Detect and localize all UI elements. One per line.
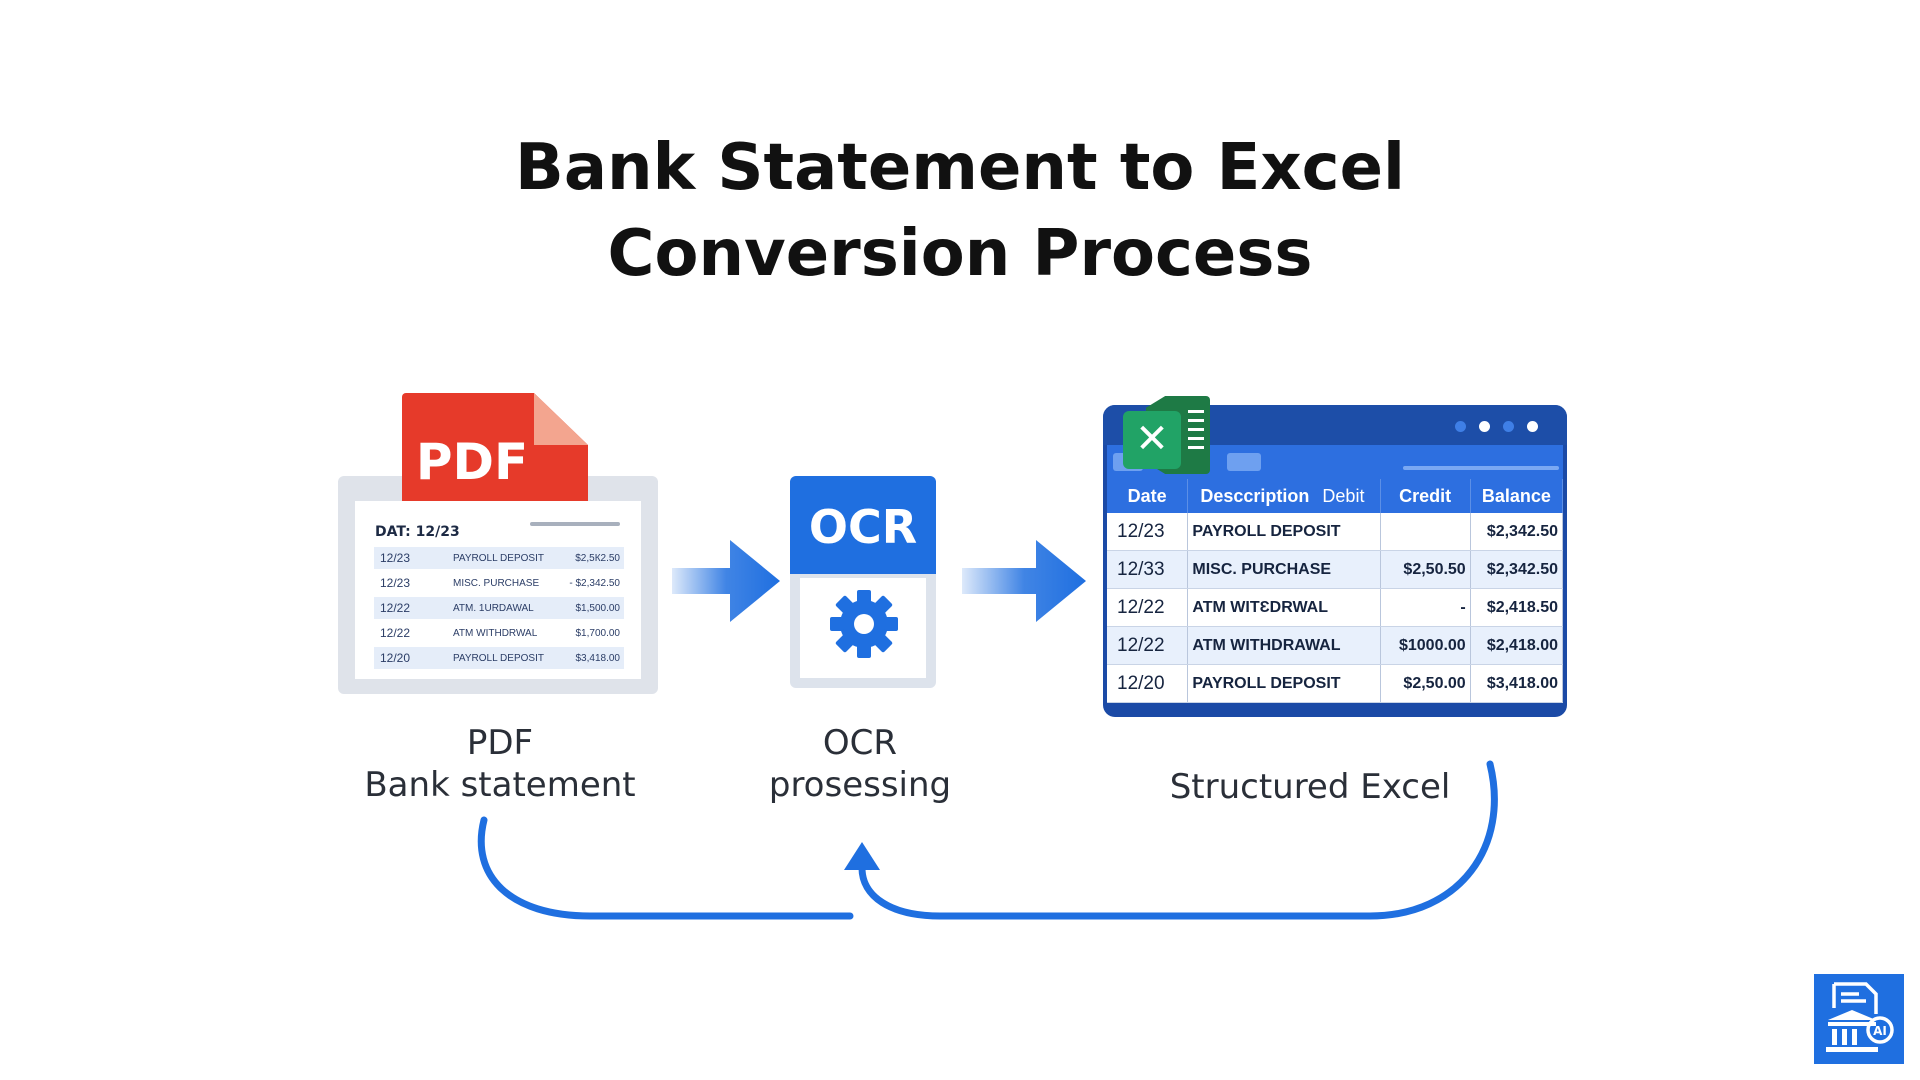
pdf-statement-rows: 12/23 PAYROLL DEPOSIT $2,5К2.50 12/23 MI… [374,547,624,672]
pdf-row: 12/23 MISC. PURCHASE - $2,342.50 [374,572,624,594]
ocr-label: OCR prosessing [730,722,990,806]
column-header-debit: Debit [1322,485,1365,506]
pdf-row: 12/22 ATM. 1URDAWAL $1,500.00 [374,597,624,619]
window-dot [1455,421,1466,432]
cell-credit: $1000.00 [1380,626,1471,665]
pdf-row-amount: $2,5К2.50 [575,552,620,564]
cell-description: PAYROLL DEPOSIT [1187,664,1381,703]
pdf-row: 12/20 PAYROLL DEPOSIT $3,418.00 [374,647,624,669]
pdf-row-date: 12/23 [380,576,411,590]
cell-date: 12/33 [1107,550,1189,589]
table-row: 12/22 ATM WITƐDRWAL - $2,418.50 [1107,588,1564,627]
column-header-description: Desccription Debit [1187,479,1381,513]
ocr-badge-label: OCR [808,500,918,554]
cell-balance: $3,418.00 [1470,664,1564,703]
excel-icon-lines [1188,410,1210,455]
cell-date: 12/20 [1107,664,1189,703]
table-row: 12/33 MISC. PURCHASE $2,50.50 $2,342.50 [1107,550,1564,589]
table-row: 12/20 PAYROLL DEPOSIT $2,50.00 $3,418.00 [1107,664,1564,703]
pdf-row: 12/22 ATM WITHDRWAL $1,700.00 [374,622,624,644]
pdf-row-date: 12/20 [380,651,411,665]
cell-description: PAYROLL DEPOSIT [1187,513,1381,551]
cell-credit: $2,50.00 [1380,664,1471,703]
column-header-date: Date [1107,479,1189,513]
document-ai-logo-icon: AI [1812,972,1906,1066]
toolbar-pill [1227,453,1261,471]
excel-header-row: Date Desccription Debit Credit Balance [1107,479,1564,513]
column-header-description-label: Desccription [1200,485,1310,506]
excel-table: Date Desccription Debit Credit Balance 1… [1107,479,1564,703]
pdf-file-fold [534,393,588,445]
cell-date: 12/22 [1107,626,1189,665]
cell-date: 12/22 [1107,588,1189,627]
gear-icon [830,590,898,658]
column-header-balance: Balance [1470,479,1564,513]
pdf-badge-label: PDF [415,433,529,491]
ocr-card: OCR [790,476,936,688]
pdf-label-line-1: PDF [466,723,534,763]
cell-description: ATM WITHDRAWAL [1187,626,1381,665]
pdf-row-amount: - $2,342.50 [569,577,620,589]
ocr-header [790,476,936,574]
excel-x-icon: ✕ [1135,416,1169,462]
excel-icon [1123,411,1181,469]
window-dot [1479,421,1490,432]
pdf-row-date: 12/22 [380,601,411,615]
cell-credit: $2,50.50 [1380,550,1471,589]
cell-date: 12/23 [1107,513,1189,551]
title-line-1: Bank Statement to Excel [515,131,1405,205]
column-header-credit: Credit [1380,479,1471,513]
table-row: 12/23 PAYROLL DEPOSIT $2,342.50 [1107,513,1564,551]
cell-balance: $2,418.50 [1470,588,1564,627]
title-line-2: Conversion Process [607,217,1313,291]
document-ai-icon: AI [1826,982,1894,1052]
cell-balance: $2,342.50 [1470,513,1564,551]
cell-credit: - [1380,588,1471,627]
arrow-right-icon [962,540,1086,622]
feedback-loop-arrow-icon [477,760,1498,920]
pdf-row-description: MISC. PURCHASE [453,577,540,589]
pdf-row-description: PAYROLL DEPOSIT [453,552,544,564]
cell-balance: $2,342.50 [1470,550,1564,589]
cell-credit [1380,513,1471,551]
svg-text:AI: AI [1873,1024,1887,1038]
ocr-label-line-2: prosessing [768,765,952,805]
pdf-row-description: ATM. 1URDAWAL [453,602,534,614]
excel-label: Structured Excel [1169,767,1451,807]
pdf-date-line: DAT: 12/23 [375,524,460,540]
pdf-header-rule [530,522,620,526]
table-row: 12/22 ATM WITHDRAWAL $1000.00 $2,418.00 [1107,626,1564,665]
toolbar-rule [1403,466,1559,470]
pdf-row-amount: $1,700.00 [575,627,621,639]
pdf-row: 12/23 PAYROLL DEPOSIT $2,5К2.50 [374,547,624,569]
pdf-row-date: 12/23 [380,551,411,565]
pdf-label: PDF Bank statement [350,722,650,806]
pdf-label-line-2: Bank statement [364,765,636,805]
pdf-row-date: 12/22 [380,626,411,640]
pdf-document-card: DAT: 12/23 12/23 PAYROLL DEPOSIT $2,5К2.… [338,476,658,694]
cell-description: MISC. PURCHASE [1187,550,1381,589]
page-title: Bank Statement to Excel Conversion Proce… [0,125,1920,297]
ocr-body [800,578,926,678]
pdf-row-description: PAYROLL DEPOSIT [453,652,544,664]
ocr-label-line-1: OCR [822,723,898,763]
window-dot [1503,421,1514,432]
pdf-row-amount: $1,500.00 [575,602,621,614]
window-dot [1527,421,1538,432]
pdf-row-description: ATM WITHDRWAL [453,627,538,639]
pdf-row-amount: $3,418.00 [575,652,621,664]
cell-description: ATM WITƐDRWAL [1187,588,1381,627]
cell-balance: $2,418.00 [1470,626,1564,665]
arrow-right-icon [672,540,780,622]
